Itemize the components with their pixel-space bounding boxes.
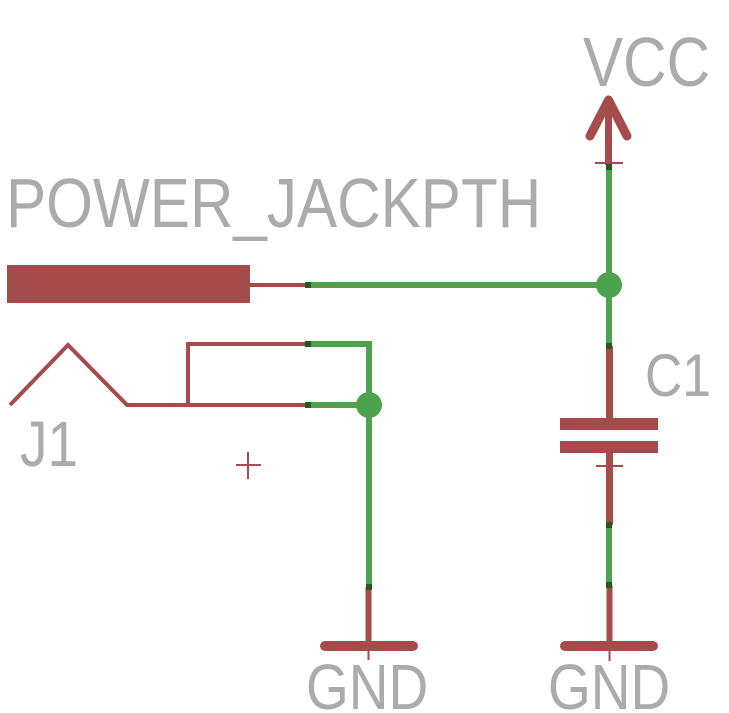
gnd-symbol-jack[interactable] — [320, 587, 418, 660]
pin-mark — [305, 402, 311, 408]
junction-dot-vcc[interactable] — [596, 272, 622, 298]
net-gnd-wires[interactable] — [308, 341, 612, 587]
pin-mark — [606, 343, 612, 349]
cap-plate-bottom[interactable] — [560, 441, 658, 453]
pin-connection-marks — [305, 164, 612, 590]
wire-jack-top-pin[interactable] — [308, 341, 372, 405]
capacitor-symbol[interactable] — [560, 346, 658, 525]
capacitor-refdes-label: C1 — [645, 342, 711, 409]
power-jack-symbol[interactable] — [7, 265, 308, 479]
jack-power-pin[interactable] — [250, 283, 308, 287]
gnd-label-jack: GND — [306, 651, 429, 713]
gnd-symbol-capacitor[interactable] — [560, 585, 658, 661]
pin-mark — [305, 282, 311, 288]
pin-mark — [606, 164, 612, 170]
net-vcc-wires[interactable] — [308, 165, 622, 346]
gnd-label-capacitor: GND — [548, 651, 671, 713]
vcc-net-label: VCC — [583, 23, 711, 101]
pin-mark — [606, 522, 612, 528]
pin-mark — [606, 582, 612, 588]
jack-refdes-label: J1 — [20, 408, 79, 480]
jack-spring-contact[interactable] — [8, 342, 307, 407]
pin-mark — [366, 584, 372, 590]
vcc-supply-symbol[interactable] — [585, 95, 632, 165]
vcc-arrow-head[interactable] — [585, 95, 632, 141]
jack-inner-contact[interactable] — [186, 342, 307, 407]
pin-mark — [305, 341, 311, 347]
cap-plate-top[interactable] — [560, 418, 658, 430]
component-name-label: POWER_JACKPTH — [6, 164, 542, 242]
jack-barrel-bar[interactable] — [7, 265, 250, 303]
